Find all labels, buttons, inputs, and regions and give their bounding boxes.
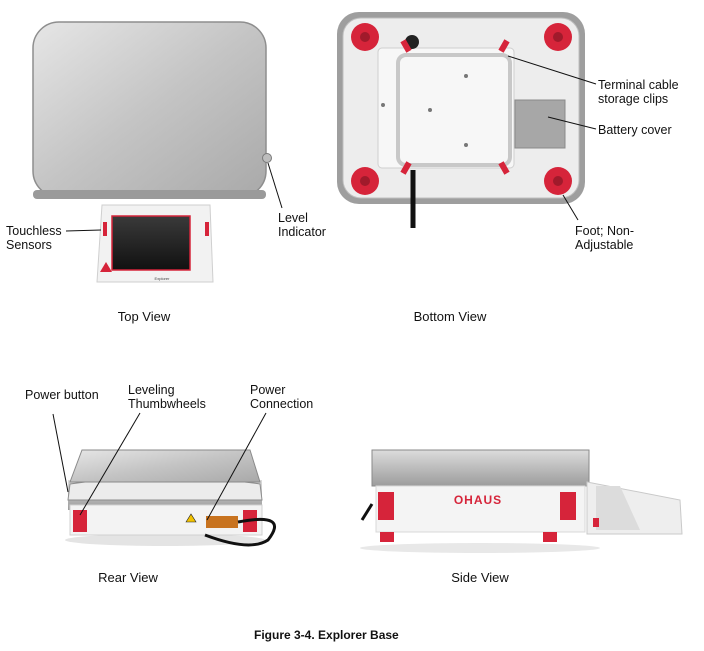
terminal-cable-label: Terminal cable storage clips (598, 78, 679, 106)
bottom-view-scale (337, 12, 585, 228)
power-connection-label: Power Connection (250, 383, 314, 411)
side-view-caption: Side View (451, 570, 509, 585)
foot-leader (562, 194, 579, 221)
leveling-thumbwheels-leader (79, 412, 141, 516)
ohaus-brand-text: OHAUS (454, 493, 502, 507)
figure-title: Figure 3-4. Explorer Base (254, 628, 399, 642)
level-indicator-label: Level Indicator (278, 211, 326, 239)
top-view-caption: Top View (117, 309, 171, 324)
battery-cover-label: Battery cover (598, 123, 672, 137)
touchless-sensors-leader (65, 229, 102, 232)
side-view-scale (360, 449, 683, 553)
leveling-thumbwheels-label: Leveling Thumbwheels (128, 383, 206, 411)
touchless-sensors-label: Touchless Sensors (6, 224, 62, 252)
power-button-leader (52, 413, 69, 493)
battery-cover-leader (547, 116, 597, 130)
explorer-logo-text: Explorer (155, 276, 171, 281)
foot-label: Foot; Non- Adjustable (575, 224, 635, 252)
power-connection-leader (206, 412, 267, 521)
top-view-scale (32, 21, 272, 283)
level-indicator-leader (267, 162, 283, 209)
rear-view-scale (65, 449, 276, 547)
terminal-cable-leader (507, 55, 597, 85)
rear-view-caption: Rear View (98, 570, 158, 585)
power-button-label: Power button (25, 388, 99, 402)
bottom-view-caption: Bottom View (413, 309, 487, 324)
